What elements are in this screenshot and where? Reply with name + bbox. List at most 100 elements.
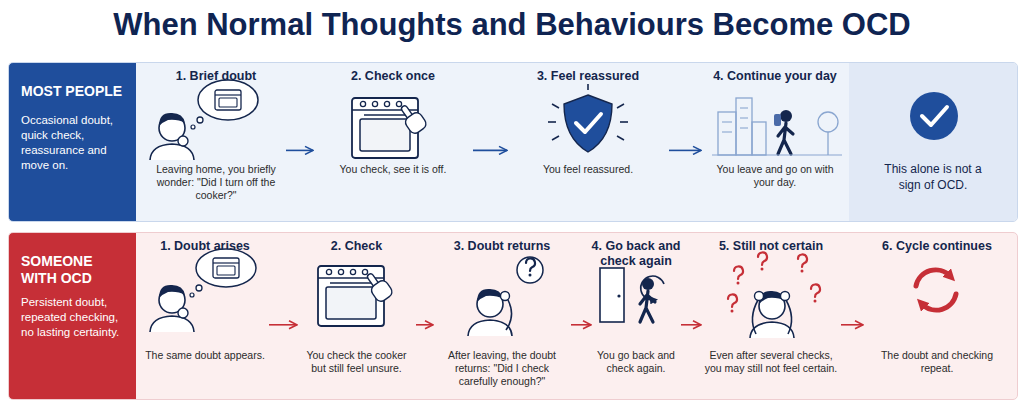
step-description: Even after several checks, you may still…: [703, 349, 839, 375]
uncertain-illustration: [752, 300, 758, 334]
step-title: 3. Feel reassured: [507, 69, 669, 84]
step-title: 2. Check: [297, 239, 416, 254]
doubt-illustration: [150, 249, 256, 332]
continue-illustration: [818, 112, 838, 132]
doubt-illustration: [196, 249, 256, 287]
step-description: After leaving, the doubt returns: "Did I…: [435, 349, 569, 388]
step-title: 4. Go back and check again: [591, 239, 681, 269]
step-box: 6. Cycle continuesThe doubt and checking…: [863, 239, 1011, 395]
diagram-title: When Normal Thoughts and Behaviours Beco…: [0, 6, 1024, 44]
step-title: 6. Cycle continues: [863, 239, 1011, 254]
step-description: You go back and check again.: [591, 349, 681, 375]
group-band: MOST PEOPLEOccasional doubt, quick check…: [8, 62, 1018, 222]
step-title: 1. Doubt arises: [141, 239, 269, 254]
check-illustration: [352, 98, 418, 158]
check-badge: [910, 92, 958, 140]
doubt-illustration: [178, 308, 188, 318]
reassured-illustration: [552, 136, 559, 140]
step-box: 4. Continue your dayYou leave and go on …: [701, 69, 849, 217]
check-illustration: [396, 101, 428, 136]
go-back-illustration: [617, 294, 620, 297]
go-back-illustration: [641, 276, 664, 300]
step-title: 4. Continue your day: [701, 69, 849, 84]
flow-arrow: [473, 150, 507, 152]
step-description: Leaving home, you briefly wonder: "Did I…: [153, 163, 279, 202]
doubt-illustration: [191, 125, 195, 129]
group-summary: Persistent doubt, repeated checking, no …: [21, 295, 133, 340]
step-description: The doubt and checking repeat.: [872, 349, 1002, 375]
flow-arrow: [841, 324, 863, 326]
flow-arrow: [669, 150, 701, 152]
step-description: You check the cooker but still feel unsu…: [299, 349, 414, 375]
doubt-illustration: [150, 285, 194, 332]
uncertain-illustration: [755, 292, 764, 301]
reassured-illustration: [617, 136, 624, 140]
cycle-symbol: [916, 270, 950, 286]
step-description: You leave and go on with your day.: [711, 163, 839, 189]
cycle-symbol: [922, 294, 956, 310]
check-illustration: [352, 98, 428, 158]
step-title: 3. Doubt returns: [433, 239, 571, 254]
continue-illustration: [740, 127, 748, 128]
continue-illustration: [740, 117, 748, 118]
panel-note: This alone is not a sign of OCD.: [877, 161, 989, 193]
continue-illustration: [718, 112, 736, 155]
continue-illustration: [740, 107, 748, 108]
uncertain-illustration: [811, 284, 820, 302]
step-description: You check, see it is off.: [333, 163, 453, 176]
reassured-illustration: [587, 84, 589, 90]
uncertain-illustration: [750, 291, 794, 338]
doubt-returns-illustration: [506, 300, 512, 330]
step-box: 1. Doubt arisesThe same doubt appears.: [141, 239, 269, 395]
check-badge: [910, 92, 958, 140]
reassured-illustration: [548, 84, 628, 152]
flow-arrow: [416, 324, 433, 326]
continue-illustration: [827, 132, 828, 155]
step-title: 1. Brief doubt: [146, 69, 286, 84]
continue-illustration: [752, 122, 766, 155]
step-title: 2. Check once: [313, 69, 473, 84]
check-illustration: [318, 266, 394, 326]
step-description: You feel reassured.: [528, 163, 648, 176]
summary-panel: This alone is not a sign of OCD.: [849, 63, 1017, 221]
doubt-illustration: [150, 80, 258, 160]
uncertain-illustration: [734, 266, 743, 284]
continue-illustration: [722, 121, 732, 122]
group-summary: Occasional doubt, quick check, reassuran…: [21, 113, 133, 173]
check-badge: [922, 107, 947, 125]
flow-arrow: [269, 324, 297, 326]
reassured-illustration: [552, 104, 559, 108]
reassured-illustration: [617, 104, 624, 108]
step-box: 4. Go back and check againYou go back an…: [591, 239, 681, 395]
doubt-illustration: [198, 80, 258, 120]
doubt-returns-illustration: [526, 258, 535, 276]
uncertain-illustration: [781, 292, 790, 301]
flow-arrow: [286, 150, 313, 152]
go-back-illustration: [600, 268, 664, 322]
check-illustration: [318, 266, 384, 326]
doubt-returns-illustration: [501, 292, 510, 301]
continue-illustration: [778, 110, 793, 154]
doubt-illustration: [178, 136, 188, 146]
uncertain-illustration: [728, 252, 820, 338]
doubt-illustration: [213, 258, 239, 278]
continue-illustration: [712, 98, 842, 155]
continue-illustration: [736, 98, 752, 155]
cycle-symbol: [916, 270, 956, 310]
doubt-illustration: [196, 285, 202, 291]
step-box: 1. Brief doubtLeaving home, you briefly …: [146, 69, 286, 217]
reassured-illustration: [548, 121, 556, 123]
group-band: SOMEONE WITH OCD Persistent doubt, repeat…: [8, 232, 1018, 400]
uncertain-illustration: [786, 300, 792, 334]
uncertain-illustration: [728, 294, 737, 312]
doubt-illustration: [197, 117, 203, 123]
step-box: 5. Still not certainEven after several c…: [701, 239, 841, 395]
check-illustration: [362, 269, 394, 304]
group-heading: SOMEONE WITH OCD: [21, 253, 121, 287]
step-box: 2. CheckYou check the cooker but still f…: [297, 239, 416, 395]
reassured-illustration: [564, 95, 612, 152]
doubt-returns-illustration: [468, 257, 543, 336]
continue-illustration: [722, 131, 732, 132]
